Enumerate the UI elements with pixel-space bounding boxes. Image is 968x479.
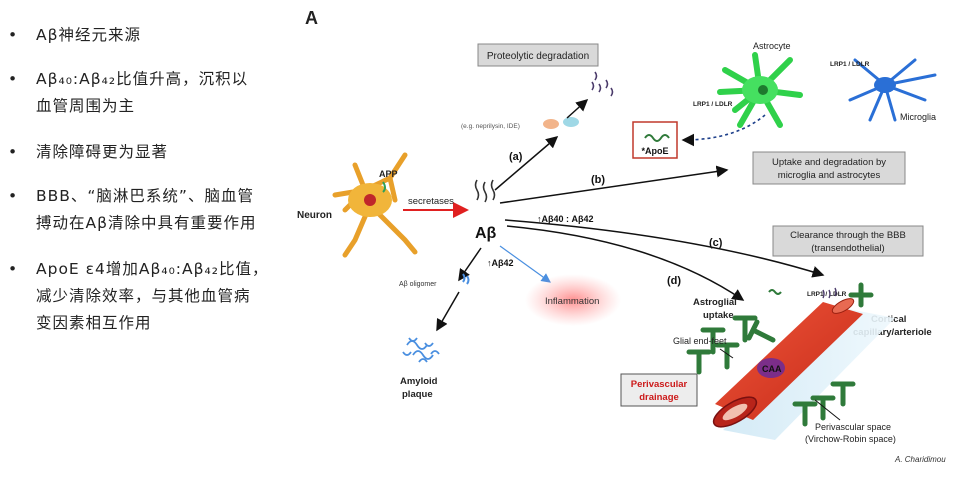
inflammation-arrow xyxy=(499,245,551,283)
neprilysin-label: (e.g. neprilysin, IDE) xyxy=(461,123,520,130)
oligomer-icon xyxy=(462,273,470,285)
clearance-label-2: (transendothelial) xyxy=(811,243,884,254)
perivascular-label-1: Perivascular xyxy=(631,379,688,390)
author-signature: A. Charidimou xyxy=(894,455,946,464)
abeta42-label: ↑Aβ42 xyxy=(487,258,514,268)
plaque-arrow xyxy=(436,291,460,332)
figure-panel: A Proteolytic degradation (e.g. neprilys… xyxy=(295,0,968,475)
pathway-a-arrow-2 xyxy=(566,98,589,119)
fragments-icon xyxy=(591,71,614,97)
pvs-pointer xyxy=(814,399,841,421)
neuron-cell xyxy=(332,152,418,258)
panel-label: A xyxy=(305,8,318,28)
bullet-text: 清除障碍更为显著 xyxy=(36,143,169,161)
bullet-text: ApoE ε4增加Aβ₄₀:Aβ₄₂比值， 减少清除效率，与其他血管病 变因素相… xyxy=(36,260,269,332)
bullet-list: • Aβ神经元来源 • Aβ₄₀:Aβ₄₂比值升高，沉积以 血管周围为主 • 清… xyxy=(0,0,295,475)
amyloid-plaque-icon xyxy=(402,337,440,363)
glial-endfeet-icons xyxy=(686,282,874,427)
enzyme-icon xyxy=(563,117,579,127)
amyloid-label-1: Amyloid xyxy=(400,376,438,387)
vessel-abeta-icon xyxy=(822,287,837,299)
pvs-label-1: Perivascular space xyxy=(815,422,891,432)
clearance-label-1: Clearance through the BBB xyxy=(790,230,906,241)
abeta-monomer-icon xyxy=(474,179,496,203)
app-icon xyxy=(382,181,386,193)
caa-label: CAA xyxy=(762,364,782,374)
microglia-label: Microglia xyxy=(900,112,936,122)
apoe-dotted-arrow xyxy=(681,114,766,147)
astroglial-abeta-icon xyxy=(768,289,782,295)
lrp1-microglia-label: LRP1 / LDLR xyxy=(830,61,870,68)
inflammation-glow xyxy=(525,274,621,326)
proteolytic-box xyxy=(477,43,599,67)
clearance-box xyxy=(772,225,924,257)
label-c: (c) xyxy=(709,237,723,249)
pathway-c-arrow xyxy=(504,219,825,278)
amyloid-label-2: plaque xyxy=(402,389,433,400)
perivascular-label-2: drainage xyxy=(639,392,679,403)
neuron-label: Neuron xyxy=(297,210,332,221)
lrp1-bbb-label: LRP1 / LDLR xyxy=(807,291,847,298)
lrp1-astrocyte-label: LRP1 / LDLR xyxy=(693,101,733,108)
bullet-text: BBB、“脑淋巴系统”、脑血管 搏动在Aβ清除中具有重要作用 xyxy=(36,187,257,232)
astrocyte-label: Astrocyte xyxy=(753,41,791,51)
proteolytic-label: Proteolytic degradation xyxy=(487,51,589,62)
oligomer-arrow xyxy=(458,247,482,282)
glial-endfeet-label: Glial end-feet xyxy=(673,336,727,346)
microglia-cell xyxy=(848,58,937,122)
pathway-b-arrow xyxy=(499,165,729,204)
oligomer-label: Aβ oligomer xyxy=(399,281,437,288)
astroglial-label-2: uptake xyxy=(703,310,734,321)
apoe-icon xyxy=(644,134,670,142)
pvs-label-2: (Virchow-Robin space) xyxy=(805,434,896,444)
inflammation-label: Inflammation xyxy=(545,296,599,307)
astrocyte-cell xyxy=(717,52,803,128)
uptake-label-2: microglia and astrocytes xyxy=(778,170,881,181)
cortical-label-2: capillary/arteriole xyxy=(853,327,932,338)
bullet-text: Aβ₄₀:Aβ₄₂比值升高，沉积以 血管周围为主 xyxy=(36,70,249,115)
apoe-label: *ApoE xyxy=(642,146,669,156)
perivascular-drainage-box xyxy=(620,373,698,407)
secretases-label: secretases xyxy=(408,196,454,207)
label-a: (a) xyxy=(509,151,523,163)
enzyme-icon xyxy=(543,119,559,129)
label-b: (b) xyxy=(591,174,605,186)
pathway-a-arrow xyxy=(494,136,559,191)
label-d: (d) xyxy=(667,275,681,287)
ratio-label: ↑Aβ40 : Aβ42 xyxy=(537,214,594,224)
uptake-label-1: Uptake and degradation by xyxy=(772,157,886,168)
app-label: APP xyxy=(379,169,398,179)
uptake-box xyxy=(752,151,906,185)
pathway-d-arrow xyxy=(506,225,745,301)
astroglial-label-1: Astroglial xyxy=(693,297,737,308)
glial-pointer xyxy=(719,348,734,359)
abeta-clearance-diagram: A Proteolytic degradation (e.g. neprilys… xyxy=(297,8,946,464)
cortical-vessel xyxy=(712,298,895,440)
abeta-label: Aβ xyxy=(475,225,497,242)
bullet-text: Aβ神经元来源 xyxy=(36,26,141,44)
